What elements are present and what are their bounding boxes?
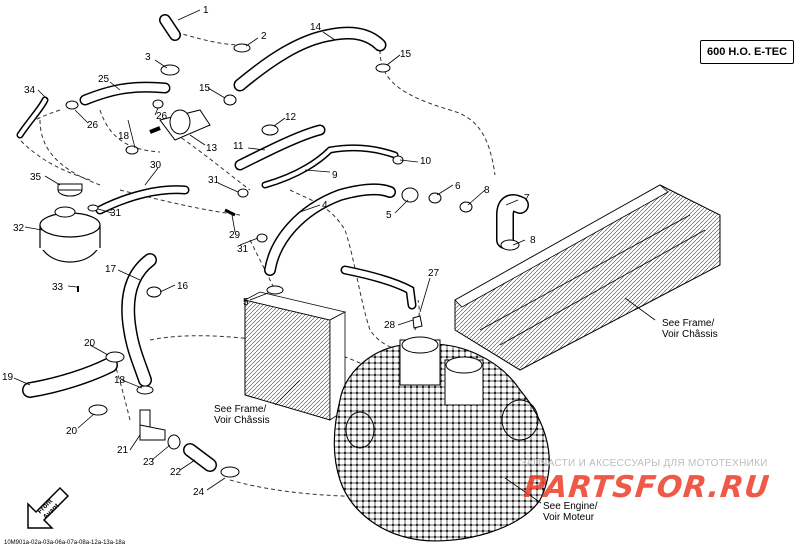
callout-34: 34 <box>24 85 36 96</box>
callout-15b: 15 <box>199 83 211 94</box>
callout-7: 7 <box>524 193 530 204</box>
callout-30: 30 <box>150 160 162 171</box>
heat-exchanger-right <box>454 184 721 371</box>
callout-2: 2 <box>261 31 267 42</box>
front-arrow-icon: Front Avant <box>27 486 70 529</box>
model-label: 600 H.O. E-TEC <box>700 40 794 64</box>
callout-10: 10 <box>420 156 432 167</box>
expansion-tank <box>39 206 101 263</box>
callout-27: 27 <box>428 268 440 279</box>
callout-19: 19 <box>2 372 14 383</box>
note-engine-line2: Voir Moteur <box>543 512 595 523</box>
callout-6: 6 <box>455 181 461 192</box>
callout-21: 21 <box>117 445 129 456</box>
leader-lines <box>13 9 656 504</box>
callout-32: 32 <box>13 223 25 234</box>
note-frame-right-line1: See Frame/ <box>662 318 715 329</box>
callout-8b: 8 <box>530 235 536 246</box>
callout-12: 12 <box>285 112 297 123</box>
callout-31c: 31 <box>237 244 249 255</box>
tank-cap <box>57 183 83 197</box>
callout-31b: 31 <box>110 208 122 219</box>
callout-16: 16 <box>177 281 189 292</box>
note-frame-left: See Frame/ Voir Châssis <box>214 404 270 426</box>
document-id: 10M901a-02a-03a-06a-07a-08a-12a-13a-18a <box>4 540 126 546</box>
callout-5b: 5 <box>243 297 249 308</box>
note-frame-left-line1: See Frame/ <box>214 404 267 415</box>
callout-33: 33 <box>52 282 64 293</box>
callout-31: 31 <box>208 175 220 186</box>
callout-26: 26 <box>156 111 168 122</box>
callout-5: 5 <box>386 210 392 221</box>
note-engine: See Engine/ Voir Moteur <box>543 501 598 523</box>
callout-1: 1 <box>203 5 209 16</box>
callout-35: 35 <box>30 172 42 183</box>
callout-18b: 18 <box>118 131 130 142</box>
note-engine-line1: See Engine/ <box>543 501 598 512</box>
callout-20: 20 <box>84 338 96 349</box>
hoses <box>16 14 529 472</box>
watermark-logo: PARTSFOR.RU <box>522 470 772 505</box>
callout-28: 28 <box>384 320 396 331</box>
watermark-tagline: ЗАПЧАСТИ И АКСЕССУАРЫ ДЛЯ МОТОТЕХНИКИ <box>520 458 768 469</box>
callout-15: 15 <box>400 49 412 60</box>
callout-4: 4 <box>322 200 328 211</box>
callout-29: 29 <box>229 230 241 241</box>
callout-8: 8 <box>484 185 490 196</box>
callout-23: 23 <box>143 457 155 468</box>
callout-22: 22 <box>170 467 182 478</box>
callout-17: 17 <box>105 264 117 275</box>
heat-exchanger-left <box>243 291 347 421</box>
note-frame-left-line2: Voir Châssis <box>214 415 270 426</box>
thermostat-housing <box>149 109 211 141</box>
callout-9: 9 <box>332 170 338 181</box>
note-frame-right: See Frame/ Voir Châssis <box>662 318 718 340</box>
callout-26b: 26 <box>87 120 99 131</box>
engine <box>333 336 550 542</box>
callout-11: 11 <box>233 141 244 152</box>
callout-24: 24 <box>193 487 205 498</box>
callout-13: 13 <box>206 143 218 154</box>
callout-25: 25 <box>98 74 110 85</box>
callout-20b: 20 <box>66 426 78 437</box>
note-frame-right-line2: Voir Châssis <box>662 329 718 340</box>
callout-3: 3 <box>145 52 151 63</box>
callout-numbers: 1 2 3 4 5 5 6 7 8 8 9 10 11 12 13 14 15 … <box>2 5 536 498</box>
callout-14: 14 <box>310 22 322 33</box>
clamps <box>65 43 520 478</box>
callout-18: 18 <box>114 375 126 386</box>
